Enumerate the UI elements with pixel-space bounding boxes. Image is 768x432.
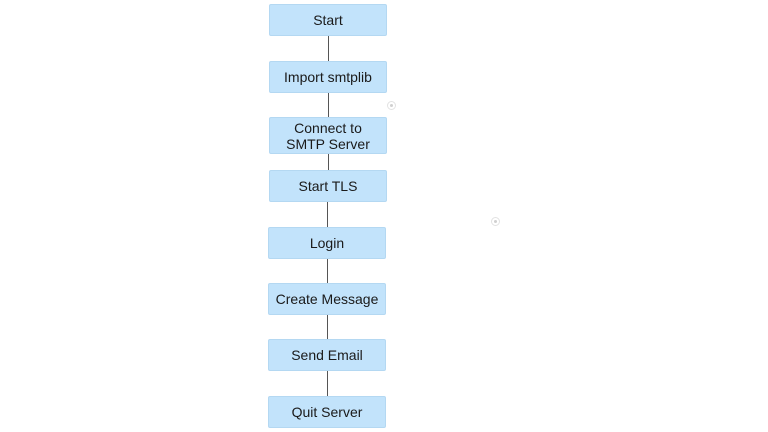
node-start[interactable]: Start — [269, 4, 387, 36]
edge-connect-tls — [328, 154, 329, 170]
edge-create-send — [327, 315, 328, 339]
node-label: Start — [313, 12, 343, 28]
node-import-smtplib[interactable]: Import smtplib — [269, 61, 387, 93]
edge-tls-login — [327, 202, 328, 227]
node-label: Send Email — [291, 347, 363, 363]
node-label: Connect to SMTP Server — [286, 119, 370, 152]
node-label: Quit Server — [291, 404, 363, 420]
node-label: Create Message — [275, 291, 379, 307]
node-label: Import smtplib — [284, 69, 372, 85]
edge-send-quit — [327, 371, 328, 396]
edge-login-create — [327, 259, 328, 283]
node-create-message[interactable]: Create Message — [268, 283, 386, 315]
edge-start-import — [328, 36, 329, 62]
node-login[interactable]: Login — [268, 227, 386, 259]
node-quit-server[interactable]: Quit Server — [268, 396, 386, 428]
node-label: Start TLS — [298, 178, 358, 194]
node-label: Login — [309, 235, 345, 251]
node-start-tls[interactable]: Start TLS — [269, 170, 387, 202]
node-send-email[interactable]: Send Email — [268, 339, 386, 371]
node-connect-smtp-server[interactable]: Connect to SMTP Server — [269, 117, 387, 154]
canvas-handle-icon[interactable] — [387, 101, 396, 110]
canvas-handle-icon[interactable] — [491, 217, 500, 226]
edge-import-connect — [328, 93, 329, 117]
